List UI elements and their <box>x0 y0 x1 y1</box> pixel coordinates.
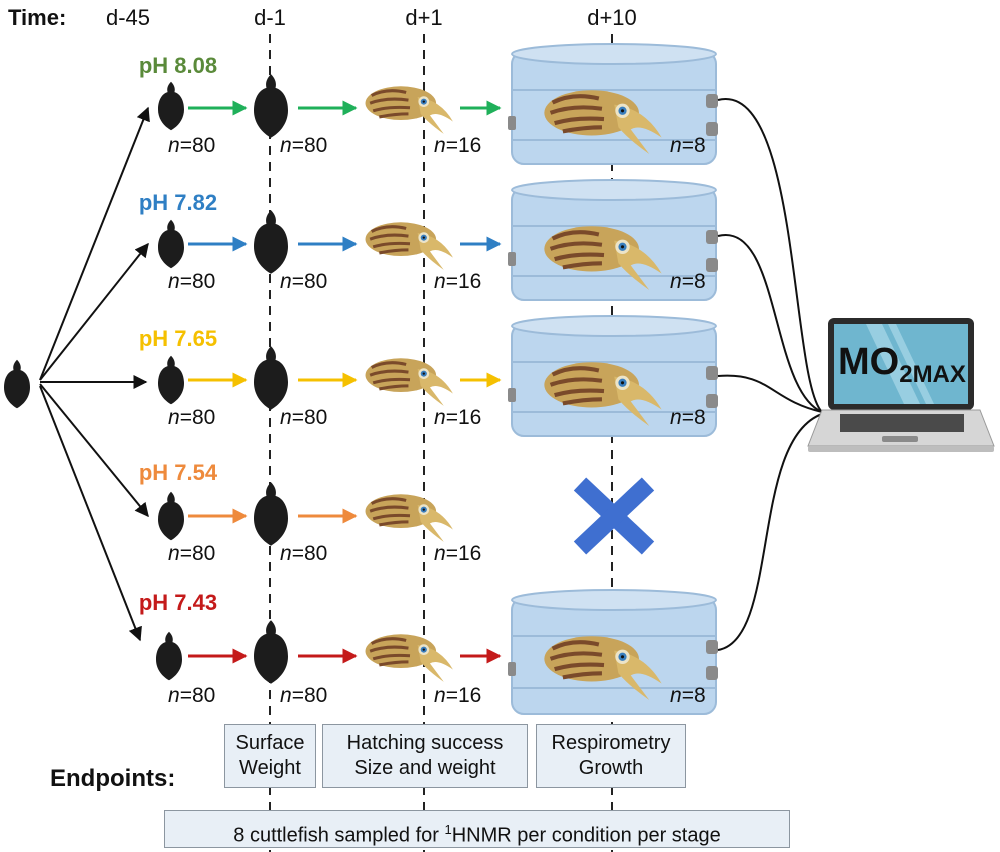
n-egg: n=80 <box>168 406 215 429</box>
n-chamber: n=8 <box>670 134 706 157</box>
n-chamber: n=8 <box>670 684 706 707</box>
endpoint-box-d-1: Surface Weight <box>224 724 316 788</box>
hatchling-cuttlefish-icon <box>364 220 455 270</box>
egg-icon <box>156 631 182 681</box>
n-late-egg: n=80 <box>280 270 327 293</box>
n-late-egg: n=80 <box>280 134 327 157</box>
n-chamber: n=8 <box>670 406 706 429</box>
condition-label: pH 7.43 <box>139 590 217 615</box>
time-label: Time: <box>8 5 66 30</box>
n-egg: n=80 <box>168 542 215 565</box>
respirometry-chamber <box>508 589 718 715</box>
origin-egg-icon <box>4 359 30 409</box>
n-egg: n=80 <box>168 684 215 707</box>
late-egg-icon <box>254 210 288 274</box>
egg-icon <box>158 81 184 131</box>
endpoint-box-d+1: Hatching success Size and weight <box>322 724 528 788</box>
condition-row-0: pH 8.08 n=80 n=80 n=16 n=8 <box>139 43 718 165</box>
sampling-text-suffix: HNMR per condition per stage <box>451 824 721 847</box>
n-hatchling: n=16 <box>434 684 481 707</box>
n-egg: n=80 <box>168 270 215 293</box>
late-egg-icon <box>254 346 288 410</box>
endpoints-label: Endpoints: <box>50 765 175 792</box>
mo2max-label: MO2MAX <box>838 341 966 388</box>
endpoint-line: Growth <box>578 757 644 779</box>
egg-icon <box>158 219 184 269</box>
condition-label: pH 7.82 <box>139 190 217 215</box>
endpoint-line: Size and weight <box>354 757 496 779</box>
endpoint-line: Surface <box>235 732 305 754</box>
n-late-egg: n=80 <box>280 684 327 707</box>
egg-icon <box>158 355 184 405</box>
condition-label: pH 7.65 <box>139 326 217 351</box>
n-egg: n=80 <box>168 134 215 157</box>
branch-arrow-1 <box>39 242 149 381</box>
n-hatchling: n=16 <box>434 542 481 565</box>
n-hatchling: n=16 <box>434 134 481 157</box>
branch-arrow-4 <box>39 385 142 642</box>
timepoint-d-45: d-45 <box>106 5 150 30</box>
respirometry-chamber <box>508 43 718 165</box>
condition-row-3: pH 7.54 n=80 n=80 n=16 <box>139 460 655 565</box>
condition-row-4: pH 7.43 n=80 n=80 n=16 n=8 <box>139 589 718 715</box>
n-chamber: n=8 <box>670 270 706 293</box>
sensor-cables <box>717 98 823 651</box>
sampling-text-prefix: 8 cuttlefish sampled for <box>233 824 445 847</box>
hatchling-cuttlefish-icon <box>364 632 455 682</box>
laptop-icon: MO2MAX <box>807 318 995 452</box>
n-hatchling: n=16 <box>434 270 481 293</box>
condition-row-2: pH 7.65 n=80 n=80 n=16 n=8 <box>139 315 718 437</box>
respirometry-chamber <box>508 315 718 437</box>
late-egg-icon <box>254 482 288 546</box>
condition-row-1: pH 7.82 n=80 n=80 n=16 n=8 <box>139 179 718 301</box>
no-respirometry-cross-icon <box>573 477 655 555</box>
hatchling-cuttlefish-icon <box>364 84 455 134</box>
n-hatchling: n=16 <box>434 406 481 429</box>
timepoint-d-1: d-1 <box>254 5 286 30</box>
endpoint-line: Weight <box>239 757 301 779</box>
respirometry-chamber <box>508 179 718 301</box>
hatchling-cuttlefish-icon <box>364 492 455 542</box>
sampling-superscript: 1 <box>444 822 452 837</box>
timepoint-d+1: d+1 <box>405 5 442 30</box>
n-late-egg: n=80 <box>280 542 327 565</box>
condition-label: pH 8.08 <box>139 53 217 78</box>
late-egg-icon <box>254 74 288 138</box>
sampling-note-box: 8 cuttlefish sampled for 1HNMR per condi… <box>164 810 790 848</box>
n-late-egg: n=80 <box>280 406 327 429</box>
hatchling-cuttlefish-icon <box>364 356 455 406</box>
egg-icon <box>158 491 184 541</box>
endpoint-line: Hatching success <box>346 732 504 754</box>
late-egg-icon <box>254 620 288 684</box>
endpoint-line: Respirometry <box>551 732 671 754</box>
endpoint-box-d+10: Respirometry Growth <box>536 724 686 788</box>
branch-arrow-3 <box>39 383 149 518</box>
timepoint-d+10: d+10 <box>587 5 637 30</box>
condition-label: pH 7.54 <box>139 460 218 485</box>
branch-arrow-0 <box>39 106 150 381</box>
